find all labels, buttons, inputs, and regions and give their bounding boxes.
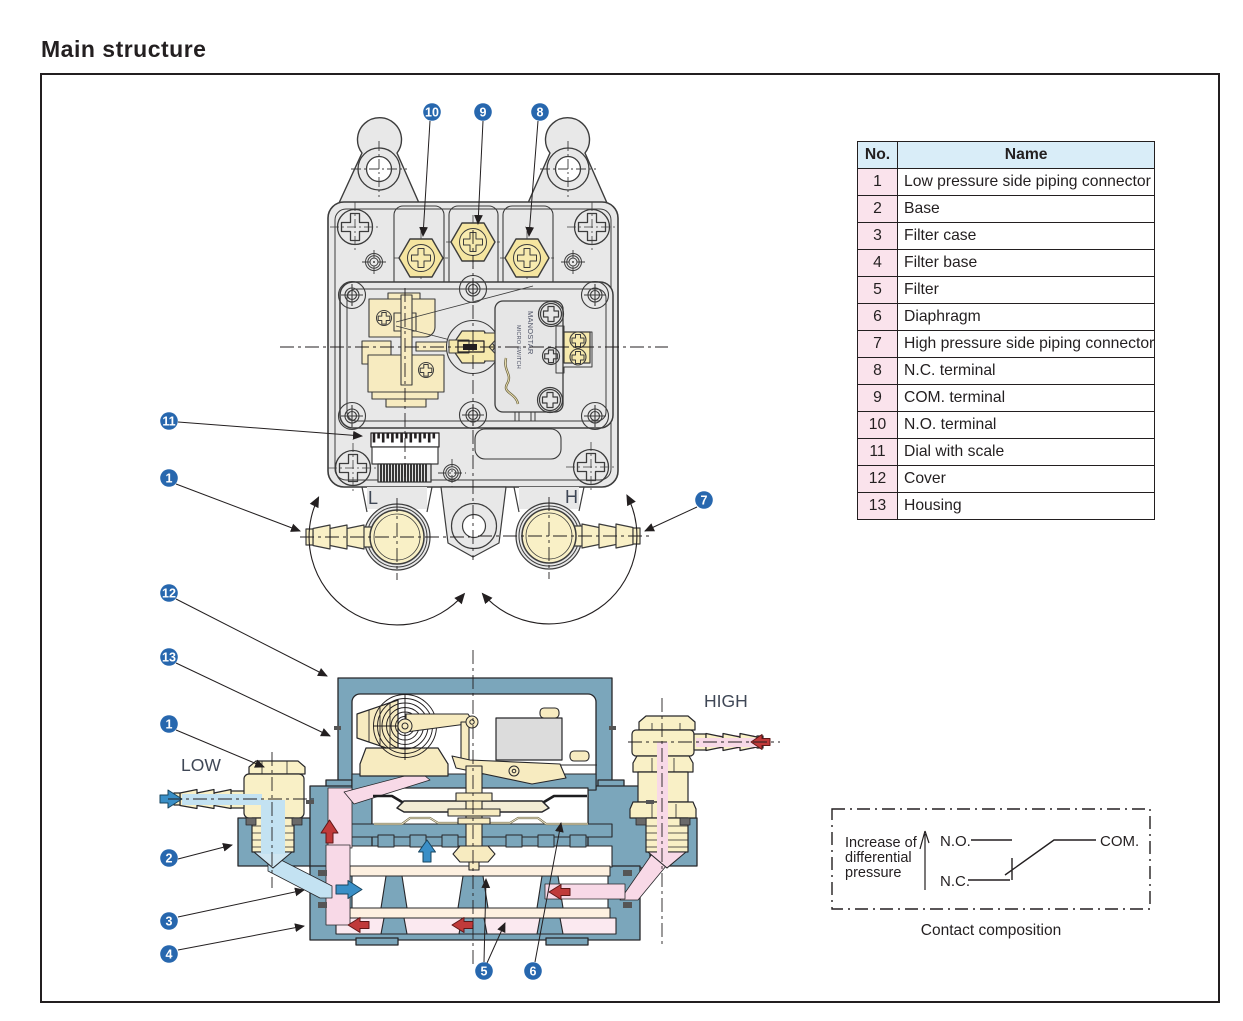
svg-text:L: L (368, 488, 378, 508)
svg-text:differential: differential (845, 850, 912, 866)
svg-text:1: 1 (166, 718, 173, 732)
svg-text:5: 5 (481, 965, 488, 979)
svg-text:3: 3 (166, 915, 173, 929)
svg-text:MANOSTAR: MANOSTAR (526, 311, 535, 355)
svg-text:10: 10 (425, 106, 439, 120)
svg-text:1: 1 (166, 472, 173, 486)
svg-text:pressure: pressure (845, 865, 901, 881)
svg-text:N.C.: N.C. (940, 873, 970, 890)
svg-text:HIGH: HIGH (704, 691, 748, 711)
svg-text:6: 6 (530, 965, 537, 979)
svg-text:Increase of: Increase of (845, 835, 918, 851)
svg-text:4: 4 (166, 948, 173, 962)
svg-text:N.O.: N.O. (940, 833, 971, 850)
svg-text:COM.: COM. (1100, 833, 1139, 850)
svg-text:Contact composition: Contact composition (921, 922, 1061, 939)
svg-text:LOW: LOW (181, 755, 221, 775)
svg-text:8: 8 (537, 106, 544, 120)
svg-text:13: 13 (162, 651, 176, 665)
svg-text:9: 9 (480, 106, 487, 120)
svg-text:11: 11 (162, 415, 175, 429)
svg-text:2: 2 (166, 852, 173, 866)
svg-text:7: 7 (701, 494, 708, 508)
svg-text:H: H (565, 487, 578, 507)
svg-text:12: 12 (162, 587, 176, 601)
